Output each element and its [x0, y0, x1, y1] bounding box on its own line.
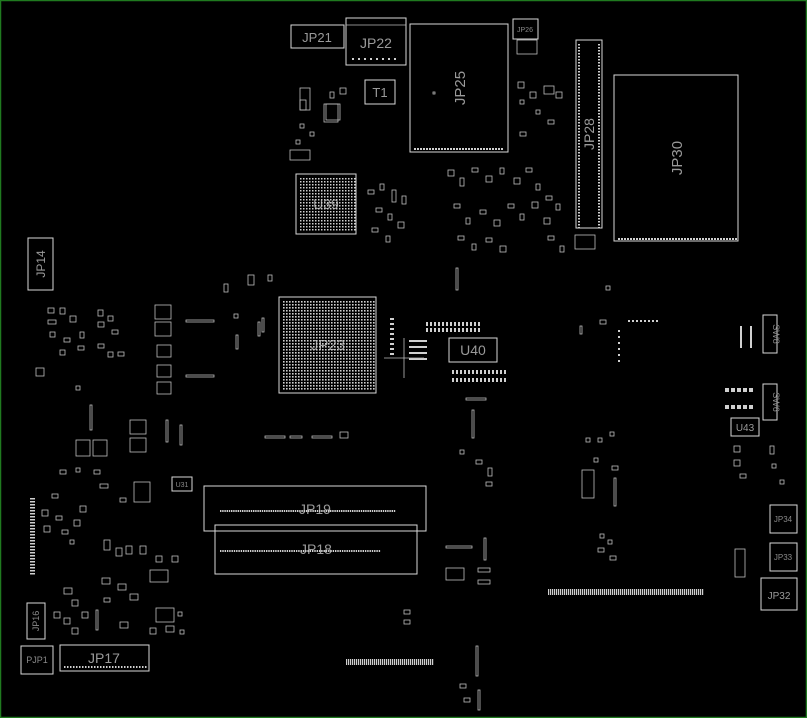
svg-text:JP33: JP33	[774, 553, 793, 562]
component-jp28[interactable]: JP28	[575, 39, 603, 229]
component-jp32[interactable]: JP32	[760, 577, 798, 611]
component-sw8[interactable]: SW8	[762, 314, 781, 354]
svg-text:JP22: JP22	[360, 35, 392, 51]
component-jp22[interactable]: JP22	[345, 17, 407, 66]
component-sw6[interactable]: SW6	[762, 383, 781, 421]
component-u40[interactable]: U40	[448, 337, 498, 363]
component-u31[interactable]: U31	[171, 476, 193, 492]
component-jp14[interactable]: JP14	[27, 237, 54, 291]
svg-text:JP34: JP34	[774, 515, 793, 524]
component-u39[interactable]: U39	[295, 173, 357, 235]
svg-text:U31: U31	[176, 482, 189, 489]
svg-text:JP16: JP16	[31, 611, 41, 632]
component-jp21[interactable]: JP21	[290, 24, 345, 49]
svg-text:JP28: JP28	[581, 118, 597, 150]
component-jp33[interactable]: JP33	[769, 542, 798, 572]
component-jp19[interactable]: JP19	[203, 485, 427, 532]
svg-text:JP26: JP26	[517, 27, 533, 34]
svg-text:JP30: JP30	[669, 141, 686, 175]
component-t1[interactable]: T1	[364, 79, 396, 105]
svg-text:U40: U40	[460, 342, 486, 358]
svg-text:U39: U39	[313, 196, 339, 212]
svg-text:JP19: JP19	[299, 501, 331, 517]
component-u43[interactable]: U43	[730, 417, 760, 437]
svg-text:JP17: JP17	[88, 650, 120, 666]
component-jp34[interactable]: JP34	[769, 504, 798, 534]
svg-text:JP25: JP25	[452, 71, 469, 105]
component-jp18[interactable]: JP18	[214, 524, 418, 575]
component-jp17[interactable]: JP17	[59, 644, 150, 672]
svg-text:JP21: JP21	[302, 30, 332, 45]
svg-text:SW8: SW8	[771, 324, 781, 344]
board-traces-and-pads	[30, 39, 785, 711]
component-pjp1[interactable]: PJP1	[20, 645, 54, 675]
svg-text:JP14: JP14	[34, 250, 48, 278]
svg-text:T1: T1	[372, 85, 387, 100]
svg-text:JP32: JP32	[768, 591, 791, 602]
svg-text:PJP1: PJP1	[26, 655, 48, 665]
svg-text:JP18: JP18	[300, 541, 332, 557]
svg-text:U43: U43	[736, 423, 755, 434]
component-jp25[interactable]: JP25	[409, 23, 509, 153]
component-jp30[interactable]: JP30	[613, 74, 739, 242]
svg-text:JP23: JP23	[311, 337, 345, 354]
svg-text:SW6: SW6	[771, 392, 781, 412]
component-jp26[interactable]: JP26	[512, 18, 539, 40]
component-jp16[interactable]: JP16	[26, 602, 46, 640]
